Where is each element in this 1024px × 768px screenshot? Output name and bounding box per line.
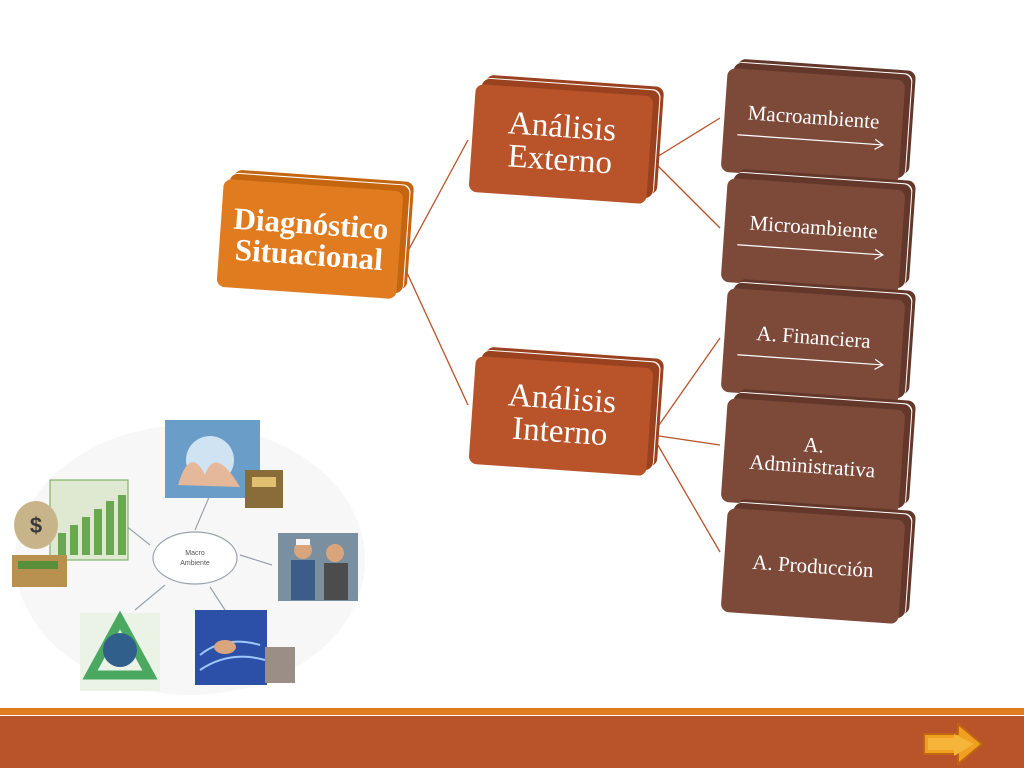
connector-externo-micro — [651, 159, 721, 229]
node-a-financiera: A. Financiera — [720, 287, 906, 405]
node-label: Análisis Interno — [506, 377, 618, 454]
node-label: A. Administrativa — [748, 432, 876, 483]
arrow-right-icon — [737, 353, 885, 370]
node-label: A. Producción — [751, 549, 875, 582]
footer-bar — [0, 716, 1024, 768]
node-microambiente: Microambiente — [720, 177, 906, 295]
node-label: Análisis Externo — [506, 105, 618, 182]
node-a-administrativa: A. Administrativa — [720, 397, 906, 515]
macro-ambiente-illustration: Macro Ambiente $ — [12, 420, 365, 695]
connector-interno-financiera — [651, 337, 721, 436]
node-macroambiente: Macroambiente — [720, 67, 906, 185]
connector-root-interno — [401, 261, 469, 406]
node-label: Microambiente — [748, 210, 879, 243]
center-ellipse — [152, 531, 238, 585]
center-label-line2: Ambiente — [180, 560, 210, 567]
connector-externo-macro — [651, 117, 721, 161]
money-bag-icon: $ — [30, 513, 42, 538]
node-diagnostico-situacional: Diagnóstico Situacional — [216, 178, 404, 300]
arrow-right-icon[interactable] — [923, 722, 984, 766]
arrow-right-icon — [737, 243, 885, 260]
connector-interno-produccion — [651, 434, 721, 553]
workers-image — [278, 533, 358, 601]
next-slide-button[interactable] — [922, 722, 984, 766]
node-analisis-interno: Análisis Interno — [468, 355, 654, 477]
node-label: Macroambiente — [747, 99, 881, 134]
node-a-produccion: A. Producción — [720, 507, 906, 625]
technology-image — [195, 610, 295, 685]
connector-interno-administrativa — [651, 434, 721, 446]
node-label: Diagnóstico Situacional — [232, 200, 390, 278]
arrow-right-icon — [737, 133, 885, 150]
connector-root-externo — [401, 139, 469, 263]
node-label: A. Financiera — [755, 320, 872, 353]
node-analisis-externo: Análisis Externo — [468, 83, 654, 205]
footer-accent-line — [0, 708, 1024, 715]
finance-chart-image: $ — [12, 479, 129, 587]
center-label-line1: Macro — [185, 550, 205, 557]
globe-hands-image — [165, 420, 283, 508]
recycle-globe-image — [80, 610, 160, 691]
